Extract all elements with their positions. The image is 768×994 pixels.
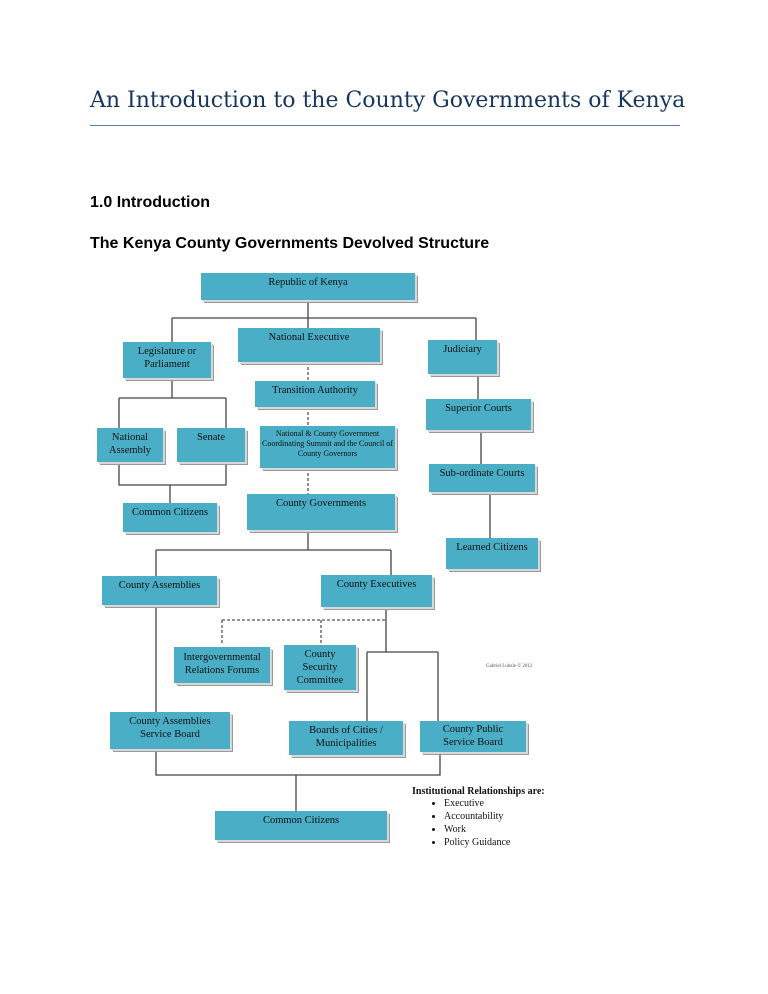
box-county-security-committee: County Security Committee xyxy=(284,645,356,690)
box-county-assemblies: County Assemblies xyxy=(102,576,217,605)
document-title: An Introduction to the County Government… xyxy=(90,88,686,113)
box-common-citizens-bottom: Common Citizens xyxy=(215,811,387,840)
box-county-governments: County Governments xyxy=(247,494,395,530)
legend-item: Accountability xyxy=(444,810,545,823)
sub-heading: The Kenya County Governments Devolved St… xyxy=(90,235,490,252)
title-underline xyxy=(90,125,680,126)
box-boards-of-cities: Boards of Cities / Municipalities xyxy=(289,721,403,755)
legend-title: Institutional Relationships are: xyxy=(412,786,545,797)
box-learned-citizens: Learned Citizens xyxy=(446,538,538,569)
box-national-executive: National Executive xyxy=(238,328,380,362)
box-coordinating-summit: National & County Government Coordinatin… xyxy=(260,426,395,468)
box-judiciary: Judiciary xyxy=(428,340,497,374)
legend-item: Policy Guidance xyxy=(444,836,545,849)
box-intergovernmental-forums: Intergovernmental Relations Forums xyxy=(174,647,270,683)
copyright-note: Gabriel Lubale © 2012 xyxy=(486,664,533,669)
legend-item: Executive xyxy=(444,797,545,810)
box-common-citizens: Common Citizens xyxy=(123,503,217,532)
box-legislature: Legislature or Parliament xyxy=(123,342,211,378)
box-county-assemblies-service-board: County Assemblies Service Board xyxy=(110,712,230,749)
box-subordinate-courts: Sub-ordinate Courts xyxy=(429,464,535,492)
box-superior-courts: Superior Courts xyxy=(426,399,531,430)
box-transition-authority: Transition Authority xyxy=(255,381,375,407)
box-republic-of-kenya: Republic of Kenya xyxy=(201,273,415,300)
legend-item: Work xyxy=(444,823,545,836)
relationships-legend: Institutional Relationships are: Executi… xyxy=(412,786,545,849)
box-national-assembly: National Assembly xyxy=(97,428,163,462)
section-heading: 1.0 Introduction xyxy=(90,194,210,211)
box-county-executives: County Executives xyxy=(321,575,432,607)
box-county-public-service-board: County Public Service Board xyxy=(420,721,526,752)
box-senate: Senate xyxy=(177,428,245,462)
